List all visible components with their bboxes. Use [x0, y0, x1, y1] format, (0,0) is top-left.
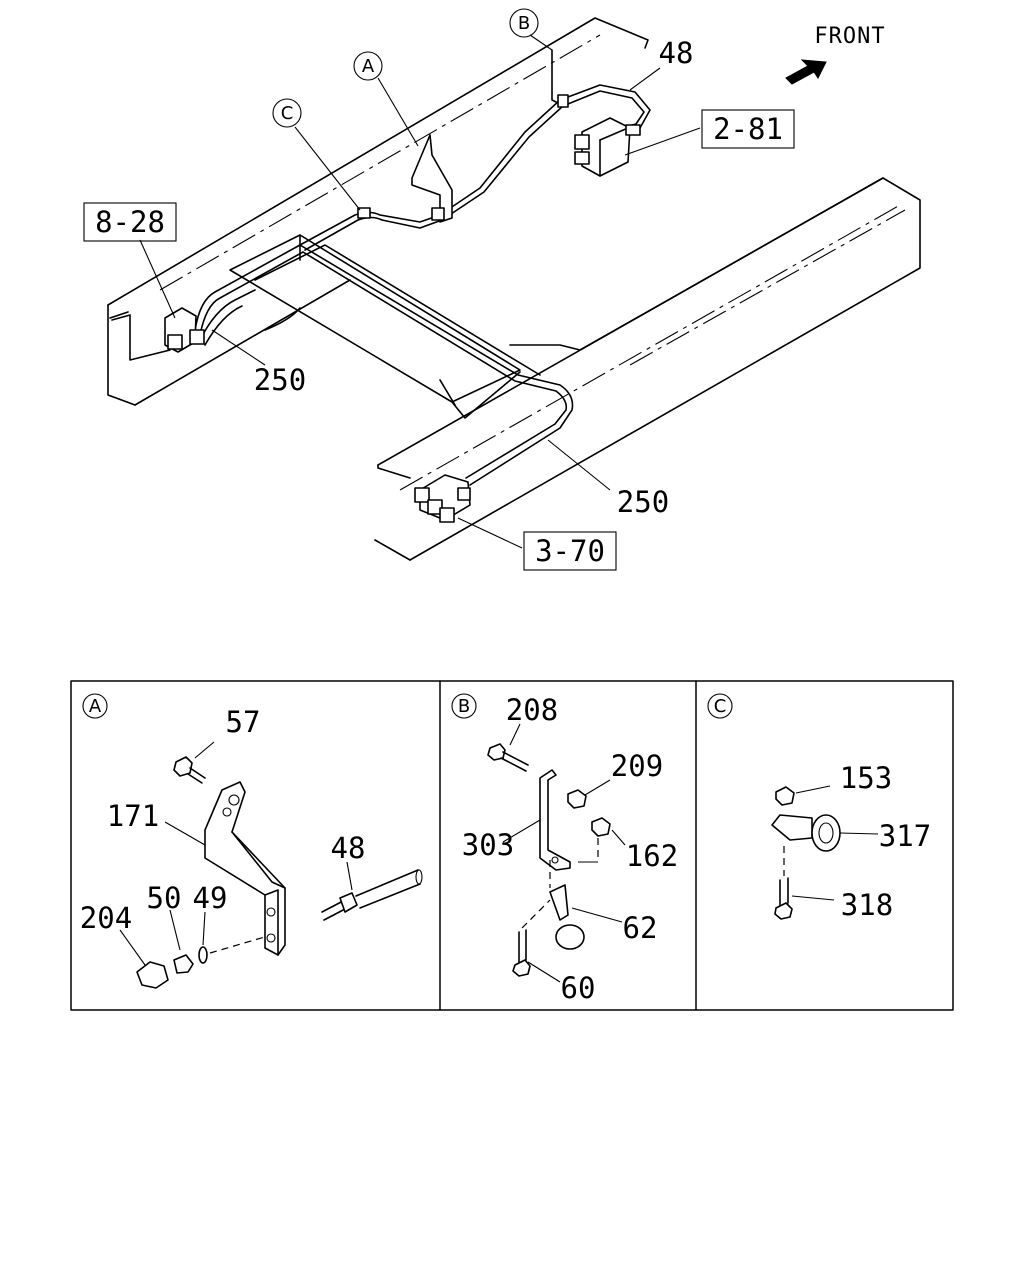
svg-text:C: C [281, 103, 294, 124]
part-number-48: 48 [659, 36, 694, 70]
panel-a-callout: A [89, 696, 102, 717]
part-number-171: 171 [107, 799, 159, 833]
part-number-49: 49 [193, 881, 228, 915]
leader-lines [139, 34, 701, 549]
part-number-303: 303 [462, 828, 514, 862]
callout-c: C [272, 98, 302, 128]
front-direction-indicator: FRONT [785, 24, 885, 85]
part-number-250-upper: 250 [254, 363, 306, 397]
part-number-317: 317 [879, 819, 931, 853]
part-number-62: 62 [623, 911, 658, 945]
main-assembly-view: A B C 8-28 2-81 3-70 48 250 250 FRONT [83, 8, 921, 571]
part-number-153: 153 [840, 761, 892, 795]
part-number-60: 60 [561, 971, 596, 1005]
detail-panels: A [70, 680, 954, 1011]
detail-panel-a: A [80, 693, 423, 989]
left-frame-rail [107, 17, 649, 406]
right-frame-rail [374, 177, 921, 561]
valve-8-28 [164, 307, 205, 353]
callout-b: B [509, 8, 539, 38]
ref-box-8-28[interactable]: 8-28 [83, 202, 177, 242]
cross-member [229, 234, 581, 419]
svg-text:8-28: 8-28 [95, 205, 165, 239]
detail-panel-c: C 153 317 318 [707, 693, 931, 922]
part-number-208: 208 [506, 693, 558, 727]
detail-panel-b: B 2 [451, 693, 678, 1005]
svg-text:A: A [362, 56, 375, 77]
svg-text:B: B [518, 13, 530, 34]
front-arrow-icon [785, 59, 827, 85]
part-number-209: 209 [611, 749, 663, 783]
valve-3-70 [414, 474, 471, 523]
svg-text:3-70: 3-70 [535, 534, 605, 568]
part-number-50: 50 [147, 881, 182, 915]
brake-pipe-250 [194, 244, 574, 486]
valve-2-81 [574, 117, 641, 177]
svg-text:FRONT: FRONT [814, 24, 885, 49]
callout-a: A [353, 51, 383, 81]
brake-pipe-upper [299, 49, 651, 251]
panel-b-callout: B [458, 696, 470, 717]
svg-text:2-81: 2-81 [713, 112, 783, 146]
part-number-250-lower: 250 [617, 485, 669, 519]
part-number-318: 318 [841, 888, 893, 922]
part-number-204: 204 [80, 901, 132, 935]
ref-box-3-70[interactable]: 3-70 [523, 531, 617, 571]
part-number-57: 57 [226, 705, 261, 739]
part-number-48-detail: 48 [331, 831, 366, 865]
ref-box-2-81[interactable]: 2-81 [701, 109, 795, 149]
part-number-162: 162 [626, 839, 678, 873]
panel-c-callout: C [714, 696, 727, 717]
